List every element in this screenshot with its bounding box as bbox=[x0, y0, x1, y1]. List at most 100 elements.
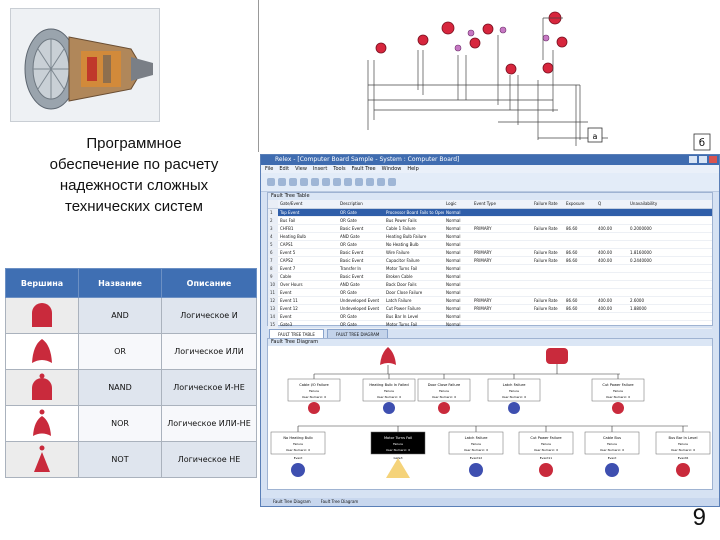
table-cell bbox=[472, 281, 532, 288]
menu-edit[interactable]: Edit bbox=[279, 166, 290, 172]
table-cell: No Heating Bulb bbox=[386, 242, 419, 247]
fault-tree-table-panel: Fault Tree Table Gate/Event Description … bbox=[267, 192, 713, 329]
event-box bbox=[270, 431, 326, 455]
event-box bbox=[591, 378, 645, 402]
table-cell: 9 bbox=[268, 273, 278, 280]
col-failure-rate[interactable]: Failure Rate bbox=[534, 201, 558, 206]
open-icon[interactable] bbox=[278, 178, 286, 186]
undo-icon[interactable] bbox=[344, 178, 352, 186]
copy-icon[interactable] bbox=[322, 178, 330, 186]
table-cell: Undeveloped Event bbox=[340, 306, 380, 311]
col-unavailability[interactable]: Unavailability bbox=[630, 201, 658, 206]
calculate-icon[interactable] bbox=[366, 178, 374, 186]
not-gate-icon bbox=[5, 441, 79, 478]
event-rate: User Numeric: 0 bbox=[302, 395, 326, 399]
table-cell bbox=[596, 265, 628, 272]
close-button[interactable] bbox=[709, 156, 717, 163]
event-rate: User Numeric: 0 bbox=[432, 395, 456, 399]
table-cell: 400.00 bbox=[598, 306, 612, 311]
table-row: NOT Логическое НЕ bbox=[5, 441, 257, 478]
table-cell: 7 bbox=[268, 257, 278, 264]
new-icon[interactable] bbox=[267, 178, 275, 186]
print-icon[interactable] bbox=[300, 178, 308, 186]
status-tab-2[interactable]: Fault Tree Diagram bbox=[320, 499, 359, 504]
table-cell bbox=[596, 273, 628, 280]
menu-fault-tree[interactable]: Fault Tree bbox=[351, 166, 376, 172]
table-cell: CAPS1 bbox=[280, 242, 294, 247]
table-row: AND Логическое И bbox=[5, 297, 257, 334]
gate-name: NOR bbox=[78, 405, 162, 442]
redo-icon[interactable] bbox=[355, 178, 363, 186]
table-cell: 400.00 bbox=[598, 258, 612, 263]
gate-name: NAND bbox=[78, 369, 162, 406]
menu-file[interactable]: File bbox=[265, 166, 274, 172]
table-cell: PRIMARY bbox=[474, 226, 492, 231]
table-cell: 6 bbox=[268, 249, 278, 256]
col-q[interactable]: Q bbox=[598, 201, 602, 206]
table-cell: 14 bbox=[268, 313, 278, 320]
save-icon[interactable] bbox=[289, 178, 297, 186]
table-cell bbox=[472, 321, 532, 328]
tab-fault-tree-diagram[interactable]: FAULT TREE DIAGRAM bbox=[326, 329, 389, 338]
table-cell: PRIMARY bbox=[474, 258, 492, 263]
maximize-button[interactable] bbox=[699, 156, 707, 163]
menu-insert[interactable]: Insert bbox=[312, 166, 328, 172]
event-sub: Failure bbox=[509, 389, 519, 393]
col-gate-event[interactable]: Gate/Event bbox=[280, 201, 303, 206]
table-cell bbox=[564, 209, 596, 216]
table-cell: Wire Failure bbox=[386, 250, 410, 255]
event-sub: Failure bbox=[309, 389, 319, 393]
status-tab-1[interactable]: Fault Tree Diagram bbox=[273, 499, 311, 504]
col-description[interactable]: Description bbox=[340, 201, 363, 206]
paste-icon[interactable] bbox=[333, 178, 341, 186]
col-event-type[interactable]: Event Type bbox=[474, 201, 496, 206]
table-cell bbox=[564, 273, 596, 280]
menu-tools[interactable]: Tools bbox=[333, 166, 346, 172]
table-cell bbox=[532, 241, 564, 248]
table-cell: 13 bbox=[268, 305, 278, 312]
table-cell: Normal bbox=[446, 210, 461, 215]
event-sub: Failure bbox=[471, 442, 481, 446]
event-label: Event6 bbox=[678, 456, 689, 460]
col-logic[interactable]: Logic bbox=[446, 201, 457, 206]
table-cell: 0.2000000 bbox=[630, 226, 652, 231]
gate-description: Логическое ИЛИ-НЕ bbox=[161, 405, 257, 442]
menu-view[interactable]: View bbox=[295, 166, 307, 172]
cut-icon[interactable] bbox=[311, 178, 319, 186]
table-cell bbox=[628, 265, 664, 272]
event-box bbox=[287, 378, 341, 402]
event-sub: Failure bbox=[293, 442, 303, 446]
tab-fault-tree-table[interactable]: FAULT TREE TABLE bbox=[269, 329, 324, 338]
table-cell: OR Gate bbox=[340, 242, 357, 247]
minimize-button[interactable] bbox=[689, 156, 697, 163]
event-sub: Failure bbox=[384, 389, 394, 393]
table-cell bbox=[472, 241, 532, 248]
col-exposure[interactable]: Exposure bbox=[566, 201, 585, 206]
menu-window[interactable]: Window bbox=[381, 166, 402, 172]
table-cell bbox=[532, 321, 564, 328]
table-cell: 400.00 bbox=[598, 250, 612, 255]
event-title: Bus Bar In Level bbox=[668, 436, 697, 440]
help-icon[interactable] bbox=[388, 178, 396, 186]
table-cell bbox=[628, 281, 664, 288]
table-cell: Basic Event bbox=[340, 250, 364, 255]
event-box bbox=[584, 431, 640, 455]
menu-help[interactable]: Help bbox=[407, 166, 419, 172]
gate-description: Логическое НЕ bbox=[161, 441, 257, 478]
zoom-icon[interactable] bbox=[377, 178, 385, 186]
